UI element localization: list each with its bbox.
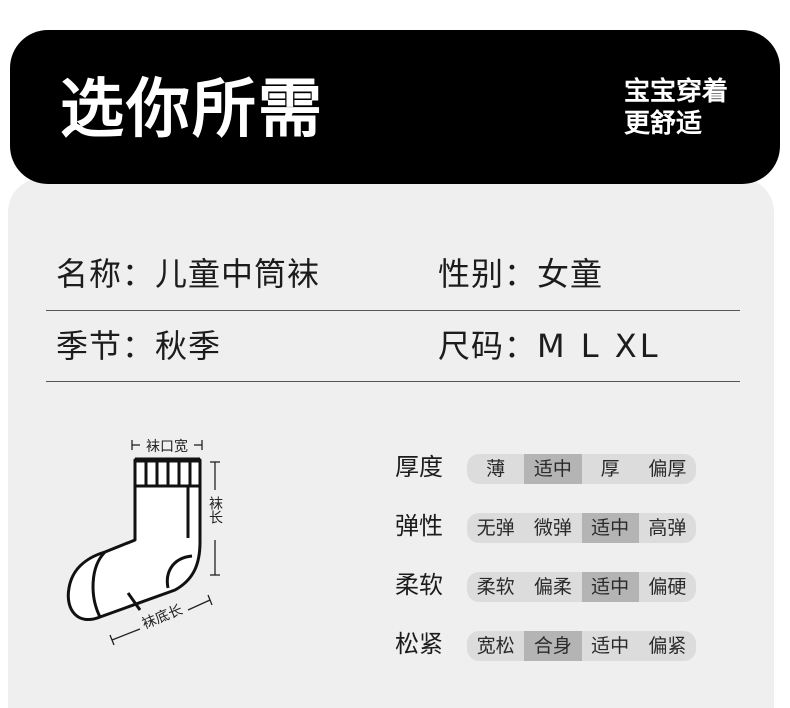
attr-label: 柔软 — [395, 571, 443, 599]
gender-value: 女童 — [537, 255, 604, 293]
size-value: M L XL — [537, 327, 661, 365]
season-value: 秋季 — [155, 327, 222, 365]
header-slogan: 宝宝穿着 更舒适 — [624, 76, 728, 140]
attr-option: 柔软 — [476, 576, 515, 598]
info-size: 尺码：M L XL — [438, 321, 661, 371]
attr-options: 无弹 微弹 适中 高弹 — [467, 513, 696, 543]
name-value: 儿童中筒袜 — [155, 255, 321, 293]
info-name: 名称：儿童中筒袜 — [56, 249, 320, 299]
attr-option: 偏紧 — [648, 635, 687, 657]
heel-line — [165, 554, 193, 589]
attr-option: 偏硬 — [648, 576, 687, 598]
attr-row-thickness: 厚度 薄 适中 厚 偏厚 — [395, 447, 715, 487]
info-season: 季节：秋季 — [56, 321, 221, 371]
attr-option: 微弹 — [533, 517, 572, 539]
cuff-width-dimension — [131, 440, 203, 450]
attr-option: 厚 — [600, 458, 620, 480]
attr-row-elasticity: 弹性 无弹 微弹 适中 高弹 — [395, 506, 715, 546]
attr-option: 宽松 — [476, 635, 515, 657]
info-row-2: 季节：秋季 尺码：M L XL — [0, 321, 790, 371]
sock-length-label: 袜长 — [207, 496, 223, 524]
attr-option: 高弹 — [648, 517, 687, 539]
attr-option: 偏厚 — [648, 458, 687, 480]
sole-length-dimension — [109, 594, 213, 646]
attr-label: 弹性 — [395, 512, 443, 540]
sock-length-dimension — [210, 461, 220, 576]
attr-option: 无弹 — [476, 517, 515, 539]
attr-option-selected: 适中 — [524, 454, 582, 484]
content-card — [8, 178, 774, 708]
sock-size-diagram: 袜口宽 袜长 袜底长 — [66, 438, 223, 646]
header-banner: 选你所需 宝宝穿着 更舒适 — [10, 30, 780, 184]
attr-row-fit: 松紧 宽松 合身 适中 偏紧 — [395, 624, 715, 664]
attr-option: 适中 — [591, 635, 630, 657]
slogan-line-1: 宝宝穿着 — [624, 77, 729, 107]
name-label: 名称： — [56, 255, 156, 293]
divider-1 — [46, 310, 740, 311]
slogan-line-2: 更舒适 — [624, 109, 703, 139]
attr-option-selected: 适中 — [581, 572, 639, 602]
sole-length-label: 袜底长 — [140, 602, 185, 633]
attr-label: 厚度 — [395, 453, 443, 481]
page-title: 选你所需 — [60, 73, 324, 147]
attr-options: 宽松 合身 适中 偏紧 — [467, 631, 696, 661]
info-gender: 性别：女童 — [438, 249, 603, 299]
toe-line — [91, 550, 107, 618]
attr-options: 薄 适中 厚 偏厚 — [467, 454, 696, 484]
attr-options: 柔软 偏柔 适中 偏硬 — [467, 572, 696, 602]
divider-2 — [46, 381, 740, 382]
attr-option: 薄 — [486, 458, 506, 480]
cuff-ribbing — [144, 460, 192, 486]
attr-option-selected: 适中 — [581, 513, 639, 543]
size-label: 尺码： — [438, 327, 538, 365]
attr-option-selected: 合身 — [524, 631, 582, 661]
attr-row-softness: 柔软 柔软 偏柔 适中 偏硬 — [395, 565, 715, 605]
attr-option: 偏柔 — [533, 576, 572, 598]
season-label: 季节： — [56, 327, 156, 365]
attr-label: 松紧 — [395, 630, 443, 658]
info-row-1: 名称：儿童中筒袜 性别：女童 — [0, 249, 790, 299]
cuff-width-label: 袜口宽 — [146, 438, 188, 455]
gender-label: 性别： — [438, 255, 538, 293]
